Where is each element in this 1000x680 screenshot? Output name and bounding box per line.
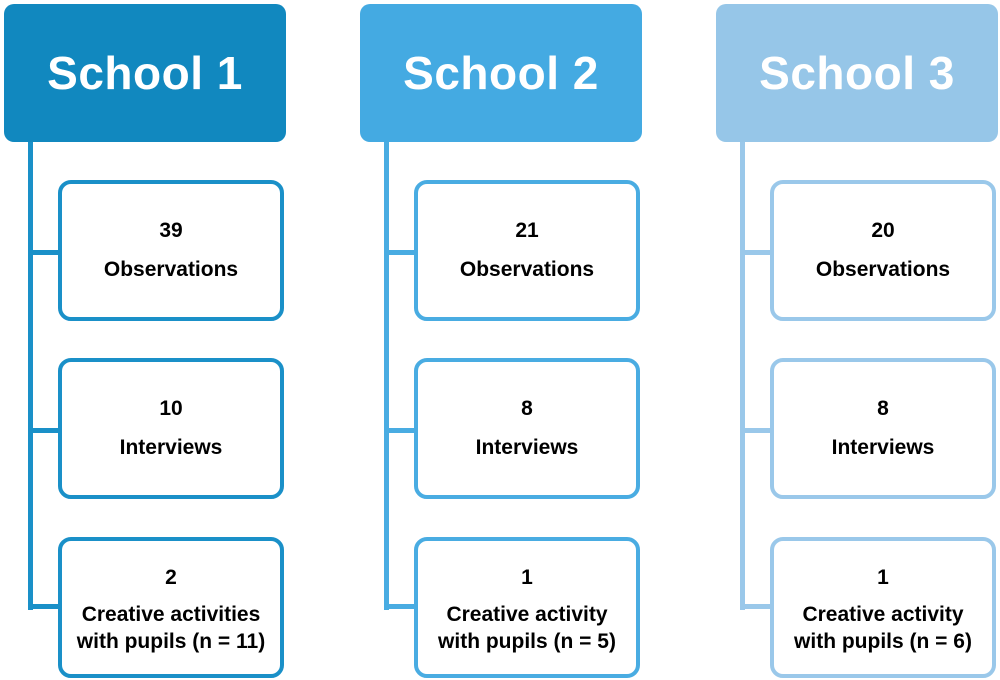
school-2-connector-line xyxy=(384,142,389,610)
activities-label-line-1: Creative activity xyxy=(446,602,608,626)
interviews-label: Interviews xyxy=(119,435,223,459)
school-3-branch-activities xyxy=(740,604,772,609)
activities-label-line-1: Creative activities xyxy=(81,602,261,626)
school-2-branch-interviews xyxy=(384,428,416,433)
school-2-observations-box: 21 Observations xyxy=(414,180,640,321)
school-1-branch-interviews xyxy=(28,428,60,433)
observations-count: 21 xyxy=(515,218,539,242)
interviews-count: 8 xyxy=(521,396,533,420)
observations-label: Observations xyxy=(815,257,951,281)
school-1-branch-observations xyxy=(28,250,60,255)
activities-count: 1 xyxy=(521,566,533,589)
school-1-activities-box: 2 Creative activities with pupils (n = 1… xyxy=(58,537,284,678)
school-1-observations-box: 39 Observations xyxy=(58,180,284,321)
school-1-column: School 1 39 Observations 10 Interviews 2… xyxy=(0,0,290,680)
interviews-label: Interviews xyxy=(831,435,935,459)
activities-label-line-1: Creative activity xyxy=(802,602,964,626)
school-2-header: School 2 xyxy=(360,4,642,142)
school-3-observations-box: 20 Observations xyxy=(770,180,996,321)
interviews-count: 10 xyxy=(159,396,183,420)
school-3-column: School 3 20 Observations 8 Interviews 1 … xyxy=(712,0,1000,680)
school-3-interviews-box: 8 Interviews xyxy=(770,358,996,499)
school-2-branch-activities xyxy=(384,604,416,609)
interviews-label: Interviews xyxy=(475,435,579,459)
school-1-branch-activities xyxy=(28,604,60,609)
observations-count: 39 xyxy=(159,218,183,242)
activities-label-line-2: with pupils (n = 11) xyxy=(76,629,266,653)
school-1-header: School 1 xyxy=(4,4,286,142)
school-2-branch-observations xyxy=(384,250,416,255)
activities-count: 1 xyxy=(877,566,889,589)
school-3-activities-box: 1 Creative activity with pupils (n = 6) xyxy=(770,537,996,678)
observations-count: 20 xyxy=(871,218,895,242)
activities-label-line-2: with pupils (n = 6) xyxy=(794,629,972,653)
school-3-header: School 3 xyxy=(716,4,998,142)
school-2-column: School 2 21 Observations 8 Interviews 1 … xyxy=(356,0,646,680)
activities-count: 2 xyxy=(165,566,177,589)
activities-label-line-2: with pupils (n = 5) xyxy=(438,629,616,653)
school-1-connector-line xyxy=(28,142,33,610)
school-3-branch-interviews xyxy=(740,428,772,433)
school-3-branch-observations xyxy=(740,250,772,255)
school-2-activities-box: 1 Creative activity with pupils (n = 5) xyxy=(414,537,640,678)
school-1-interviews-box: 10 Interviews xyxy=(58,358,284,499)
school-3-connector-line xyxy=(740,142,745,610)
school-2-interviews-box: 8 Interviews xyxy=(414,358,640,499)
observations-label: Observations xyxy=(459,257,595,281)
interviews-count: 8 xyxy=(877,396,889,420)
observations-label: Observations xyxy=(103,257,239,281)
